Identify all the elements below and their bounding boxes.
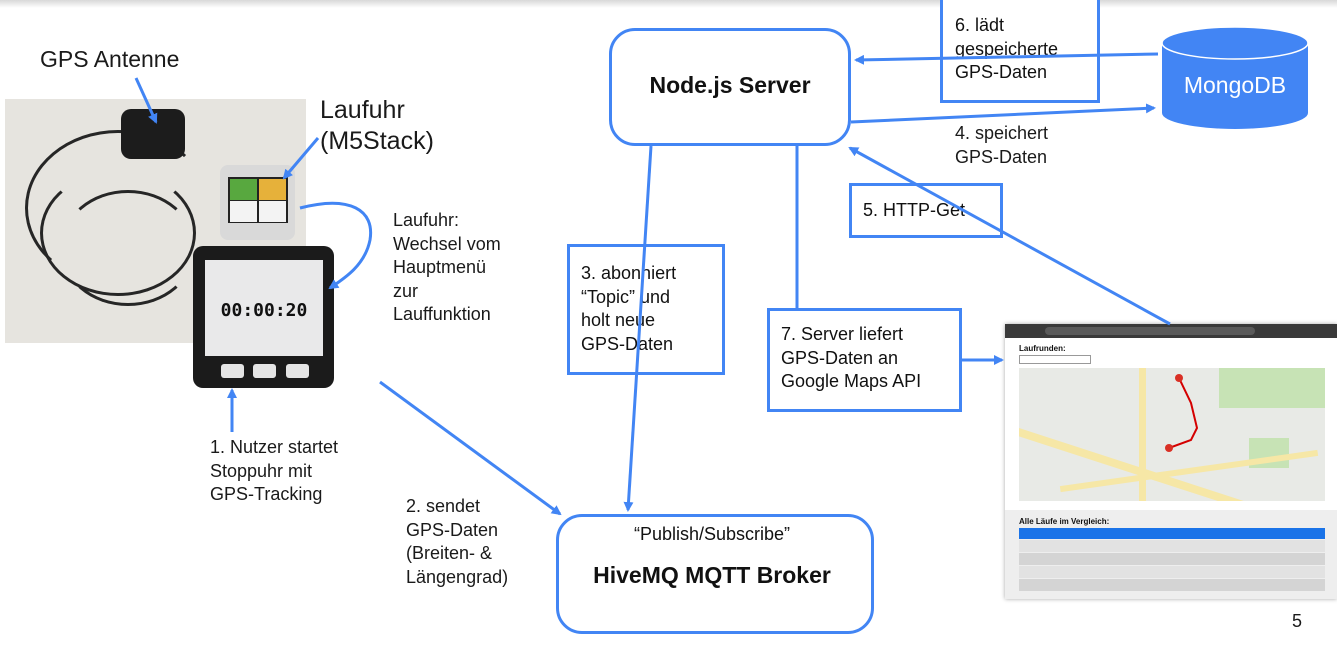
broker-caption: “Publish/Subscribe” bbox=[633, 524, 791, 544]
node-server-label: Node.js Server bbox=[649, 72, 811, 98]
step3-label: 3. abonniert “Topic” und holt neue GPS-D… bbox=[581, 263, 677, 354]
step6-label: 6. lädt gespeicherte GPS-Daten bbox=[955, 15, 1059, 82]
step5-box bbox=[849, 183, 1003, 238]
arrow-to-antenna bbox=[134, 77, 158, 124]
mongodb-label: MongoDB bbox=[1183, 72, 1287, 98]
mqtt-broker-box bbox=[556, 514, 874, 634]
page-number: 5 bbox=[1292, 611, 1303, 631]
antenna-cable-loop bbox=[60, 190, 196, 306]
step7-box bbox=[767, 308, 962, 412]
step1-label: 1. Nutzer startet Stoppuhr mit GPS-Track… bbox=[210, 437, 339, 504]
node-server-box bbox=[609, 28, 851, 146]
stopwatch-time: 00:00:20 bbox=[220, 300, 308, 321]
step7-label: 7. Server liefert GPS-Daten an Google Ma… bbox=[781, 324, 922, 391]
slide-top-shadow bbox=[0, 0, 1337, 8]
screenshot-title: Laufrunden: bbox=[1019, 344, 1066, 353]
m5stack-stopwatch-image: 00:00:20 bbox=[193, 246, 334, 388]
screenshot-table-title: Alle Läufe im Vergleich: bbox=[1019, 517, 1110, 526]
broker-label: HiveMQ MQTT Broker bbox=[593, 562, 831, 588]
step4-label: 4. speichert GPS-Daten bbox=[955, 123, 1049, 167]
arrow-store-gps bbox=[850, 103, 1156, 124]
arrow-to-m5stack bbox=[282, 137, 320, 180]
arrow-menu-to-stopwatch bbox=[299, 201, 373, 290]
arrow-load-gps bbox=[854, 52, 1159, 65]
arrow-sends-gps bbox=[379, 380, 562, 516]
mongodb-cylinder bbox=[1161, 26, 1309, 129]
web-app-screenshot: Laufrunden: Alle Läufe im Vergleich: bbox=[1005, 324, 1337, 599]
gps-antenne-label: GPS Antenne bbox=[40, 46, 180, 72]
m5stack-menu-image bbox=[220, 165, 295, 240]
arrow-http-get bbox=[848, 146, 1171, 326]
google-map bbox=[1019, 368, 1325, 501]
antenna-cable bbox=[25, 130, 211, 286]
step6-box bbox=[940, 0, 1100, 103]
laufuhr-label: Laufuhr (M5Stack) bbox=[320, 96, 434, 155]
step5-label: 5. HTTP-Get bbox=[863, 200, 966, 220]
laufuhr-wechsel-label: Laufuhr: Wechsel vom Hauptmenü zur Lauff… bbox=[393, 210, 501, 324]
step2-label: 2. sendet GPS-Daten (Breiten- & Längengr… bbox=[406, 496, 509, 587]
arrow-subscribe bbox=[623, 145, 653, 512]
